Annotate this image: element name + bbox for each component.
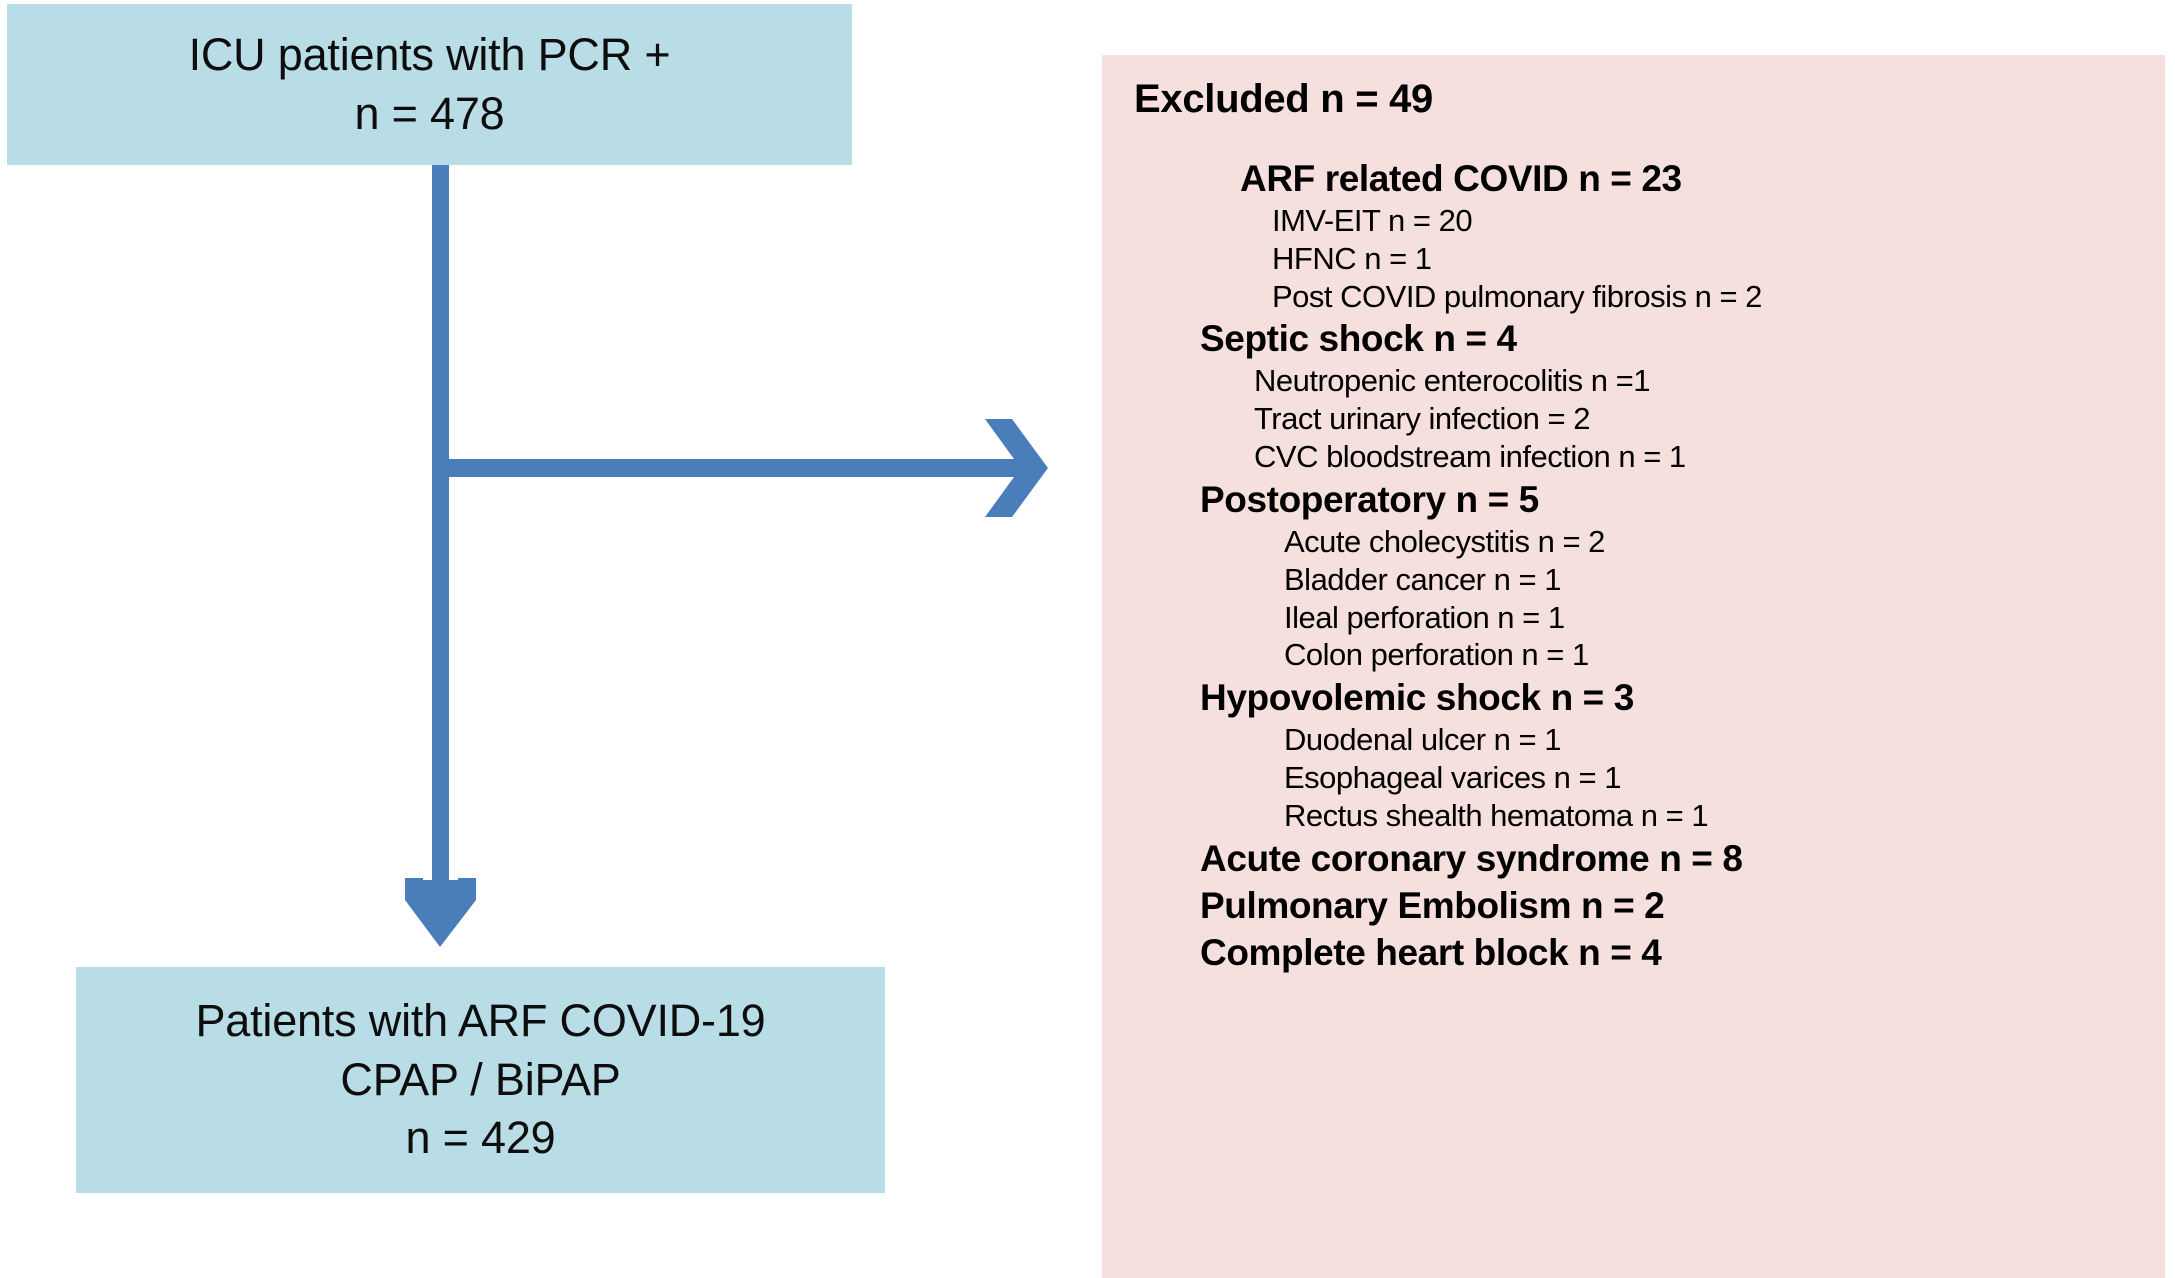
flowchart-box-enrolled-patients: Patients with ARF COVID-19 CPAP / BiPAP … [76, 967, 885, 1193]
box-bottom-line-1: Patients with ARF COVID-19 [195, 995, 766, 1047]
excluded-sub-item: HFNC n = 1 [1272, 240, 1432, 276]
excluded-sub-item: Acute cholecystitis n = 2 [1284, 523, 1605, 559]
box-top-line-1: ICU patients with PCR + [188, 29, 671, 80]
box-bottom-line-2: CPAP / BiPAP [340, 1053, 621, 1105]
excluded-group: Complete heart block n = 4 [1102, 929, 2165, 976]
box-bottom-line-3: n = 429 [405, 1112, 556, 1164]
excluded-sub-item: CVC bloodstream infection n = 1 [1254, 439, 1686, 475]
excluded-sub-item: IMV-EIT n = 20 [1272, 203, 1473, 238]
down-arrow-head-shape [405, 878, 476, 947]
excluded-sub-item: Rectus shealth hematoma n = 1 [1284, 797, 1709, 833]
excluded-sub-item: Colon perforation n = 1 [1284, 637, 1589, 673]
vertical-connector-line [432, 165, 449, 905]
excluded-sub-item: Post COVID pulmonary fibrosis n = 2 [1272, 278, 1762, 314]
excluded-group-heading: Hypovolemic shock n = 3 [1200, 677, 1634, 719]
excluded-group: Pulmonary Embolism n = 2 [1102, 882, 2165, 929]
down-arrow-head [405, 880, 476, 946]
excluded-sub-item: Esophageal varices n = 1 [1284, 759, 1621, 795]
right-arrow-head-shape [985, 419, 1048, 517]
excluded-panel: Excluded n = 49 ARF related COVID n = 23… [1102, 55, 2165, 1278]
excluded-group-heading: Pulmonary Embolism n = 2 [1200, 884, 1665, 926]
excluded-group-heading: Complete heart block n = 4 [1200, 931, 1662, 973]
excluded-sub-item: Bladder cancer n = 1 [1284, 561, 1561, 597]
excluded-sub-item: Ileal perforation n = 1 [1284, 599, 1565, 635]
horizontal-connector-line [440, 459, 1020, 477]
flowchart-box-icu-patients: ICU patients with PCR + n = 478 [7, 4, 852, 165]
excluded-group-heading: ARF related COVID n = 23 [1240, 158, 1682, 199]
excluded-group-heading: Postoperatory n = 5 [1200, 478, 1539, 520]
excluded-sub-item: Tract urinary infection = 2 [1254, 401, 1590, 437]
excluded-sub-item: Neutropenic enterocolitis n =1 [1254, 363, 1651, 399]
excluded-group-heading: Septic shock n = 4 [1200, 318, 1517, 360]
excluded-group-heading: Acute coronary syndrome n = 8 [1200, 837, 1743, 879]
excluded-group: Acute coronary syndrome n = 8 [1102, 835, 2165, 882]
excluded-title: Excluded n = 49 [1134, 77, 1433, 121]
box-top-line-2: n = 478 [354, 87, 505, 139]
excluded-sub-item: Duodenal ulcer n = 1 [1284, 722, 1561, 758]
